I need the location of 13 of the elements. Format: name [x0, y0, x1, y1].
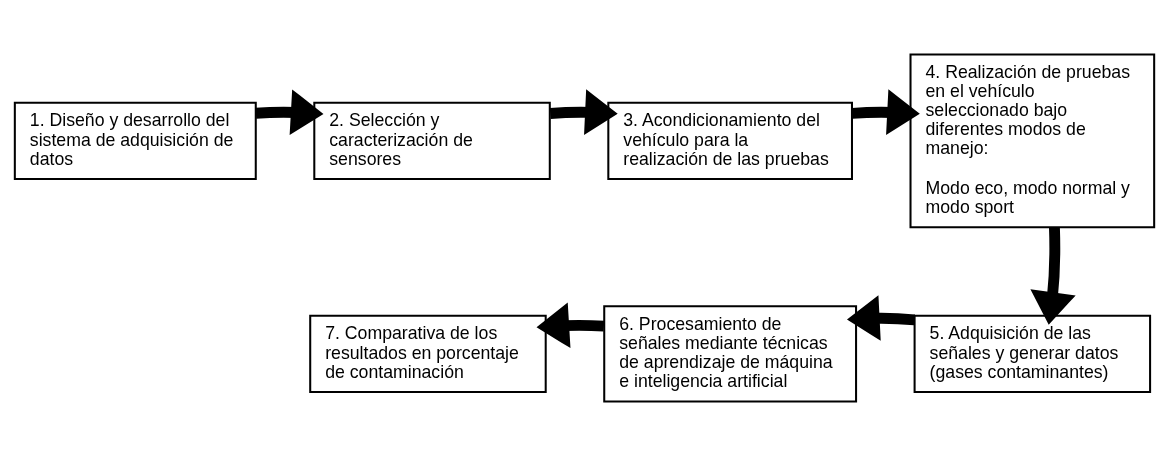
arrow	[255, 88, 324, 135]
node-box: 3. Acondicionamiento del vehículo para la realización de las pruebas	[607, 101, 853, 180]
node-box: 7. Comparativa de los resultados en porcentaje de contaminación	[309, 314, 547, 393]
node-box: 6. Procesamiento de señales mediante técnicas de aprendizaje de máquina e inteligencia artificial	[603, 304, 858, 403]
node-box: 4. Realización de pruebas en el vehículo seleccionado bajo diferentes modos de manejo: Modo eco, modo normal y modo sport	[909, 52, 1156, 228]
arrow	[549, 88, 618, 135]
arrow	[847, 294, 916, 341]
node-box: 5. Adquisición de las señales y generar datos (gases contaminantes)	[913, 314, 1152, 393]
node-box: 1. Diseño y desarrollo del sistema de adquisición de datos	[13, 101, 257, 180]
arrow	[851, 88, 920, 135]
node-box: 2. Selección y caracterización de sensores	[313, 101, 551, 180]
arrow	[1030, 227, 1076, 325]
arrow	[536, 302, 605, 348]
